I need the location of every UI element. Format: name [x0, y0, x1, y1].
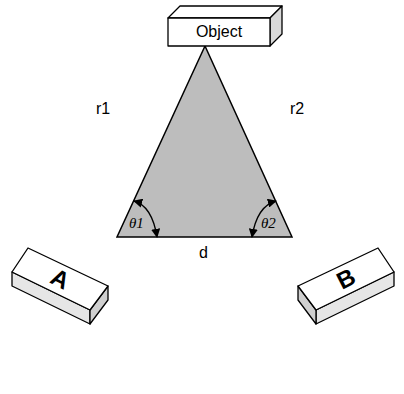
baseline-label: d — [199, 244, 208, 262]
angle-label: θ2 — [261, 215, 276, 232]
box-face — [270, 6, 282, 46]
sensor-box: B — [288, 238, 398, 334]
box-face — [168, 6, 282, 18]
sensor-box: A — [8, 238, 118, 334]
side-label: r1 — [96, 100, 110, 118]
angle-label: θ1 — [129, 215, 144, 232]
box-face — [168, 18, 270, 46]
box-face — [12, 248, 108, 310]
box-face — [298, 248, 394, 310]
object-label: Object — [168, 18, 270, 46]
triangle — [117, 46, 292, 237]
angle-arc — [252, 201, 276, 237]
side-label: r2 — [290, 100, 304, 118]
object-box: Object — [158, 4, 284, 50]
